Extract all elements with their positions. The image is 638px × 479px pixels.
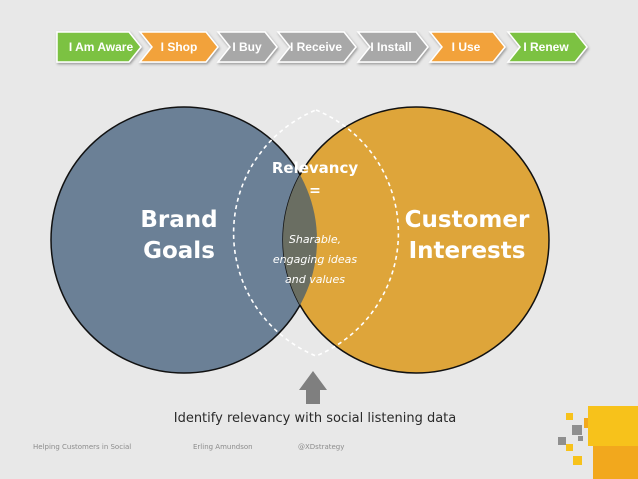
deco-square	[573, 456, 582, 465]
venn-diagram	[50, 106, 550, 404]
deco-square	[572, 425, 582, 435]
journey-step-label: I Install	[370, 40, 412, 54]
journey-chevron	[138, 31, 219, 63]
overlap-dashed-outline	[232, 109, 400, 357]
deco-square	[558, 437, 566, 445]
deco-square	[578, 436, 583, 441]
customer-interests-line2: Interests	[408, 238, 526, 264]
journey-step-label: I Renew	[523, 40, 569, 54]
journey-step-label: I Use	[451, 40, 481, 54]
journey-chevron	[216, 31, 278, 63]
brand-goals-line1: Brand	[140, 207, 218, 233]
journey-chevron	[56, 31, 142, 63]
journey-step-label: I Am Aware	[68, 40, 134, 54]
journey-step-label: I Shop	[160, 40, 198, 54]
relevancy-desc-line3: and values	[285, 273, 345, 286]
arrow-up-icon	[299, 371, 327, 404]
journey-chevron	[506, 31, 588, 63]
deco-square-large	[593, 446, 638, 479]
relevancy-equals: =	[309, 183, 321, 199]
relevancy-desc-line1: Sharable,	[288, 233, 342, 246]
deco-square	[566, 444, 573, 451]
relevancy-desc-line2: engaging ideas	[272, 253, 358, 266]
journey-step-label: I Receive	[289, 40, 343, 54]
brand-goals-label: Brand Goals	[120, 205, 238, 267]
relevancy-title: Relevancy	[271, 159, 359, 177]
journey-step-label: I Buy	[232, 40, 262, 54]
customer-interests-label: Customer Interests	[392, 205, 542, 267]
customer-journey-bar	[56, 31, 588, 63]
footer-left: Helping Customers in Social	[33, 443, 132, 451]
footer-right: @XDstrategy	[298, 443, 345, 451]
relevancy-description: Sharable, engaging ideas and values	[255, 230, 375, 290]
customer-interests-line1: Customer	[404, 207, 530, 233]
caption-text: Identify relevancy with social listening…	[173, 411, 457, 426]
footer-middle: Erling Amundson	[193, 443, 253, 451]
brand-goals-line2: Goals	[143, 238, 215, 264]
journey-chevron	[428, 31, 506, 63]
journey-chevron	[276, 31, 357, 63]
journey-chevron	[356, 31, 429, 63]
